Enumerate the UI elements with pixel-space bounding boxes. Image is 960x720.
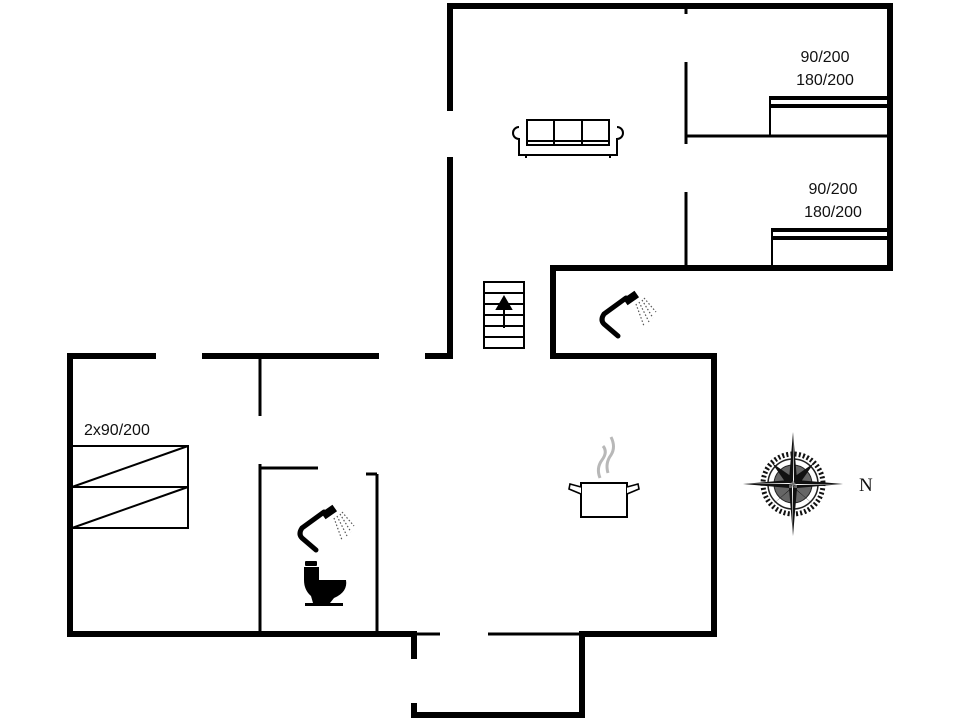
sofa-icon <box>512 119 624 158</box>
bedroom-top-label: 90/200 180/200 <box>780 48 870 91</box>
bed-size-single: 90/200 <box>800 49 850 66</box>
bed-top <box>769 96 890 136</box>
bedroom-middle-label: 90/200 180/200 <box>788 180 878 223</box>
bed-middle <box>771 228 890 268</box>
toilet-icon <box>304 561 347 606</box>
bedroom-left-label: 2x90/200 <box>84 422 150 439</box>
shower-icon <box>599 290 657 339</box>
stairs-up-icon <box>483 281 525 349</box>
bed-size-double: 180/200 <box>796 72 854 89</box>
north-label: N <box>859 475 873 496</box>
compass-rose-icon <box>743 432 843 536</box>
bed-size-single: 90/200 <box>808 181 858 198</box>
exterior-walls <box>67 3 893 718</box>
shower-icon <box>297 504 355 553</box>
cooking-pot-icon <box>568 436 640 518</box>
interior-walls <box>258 6 890 636</box>
bed-left <box>71 445 189 529</box>
bed-size-double: 180/200 <box>804 204 862 221</box>
